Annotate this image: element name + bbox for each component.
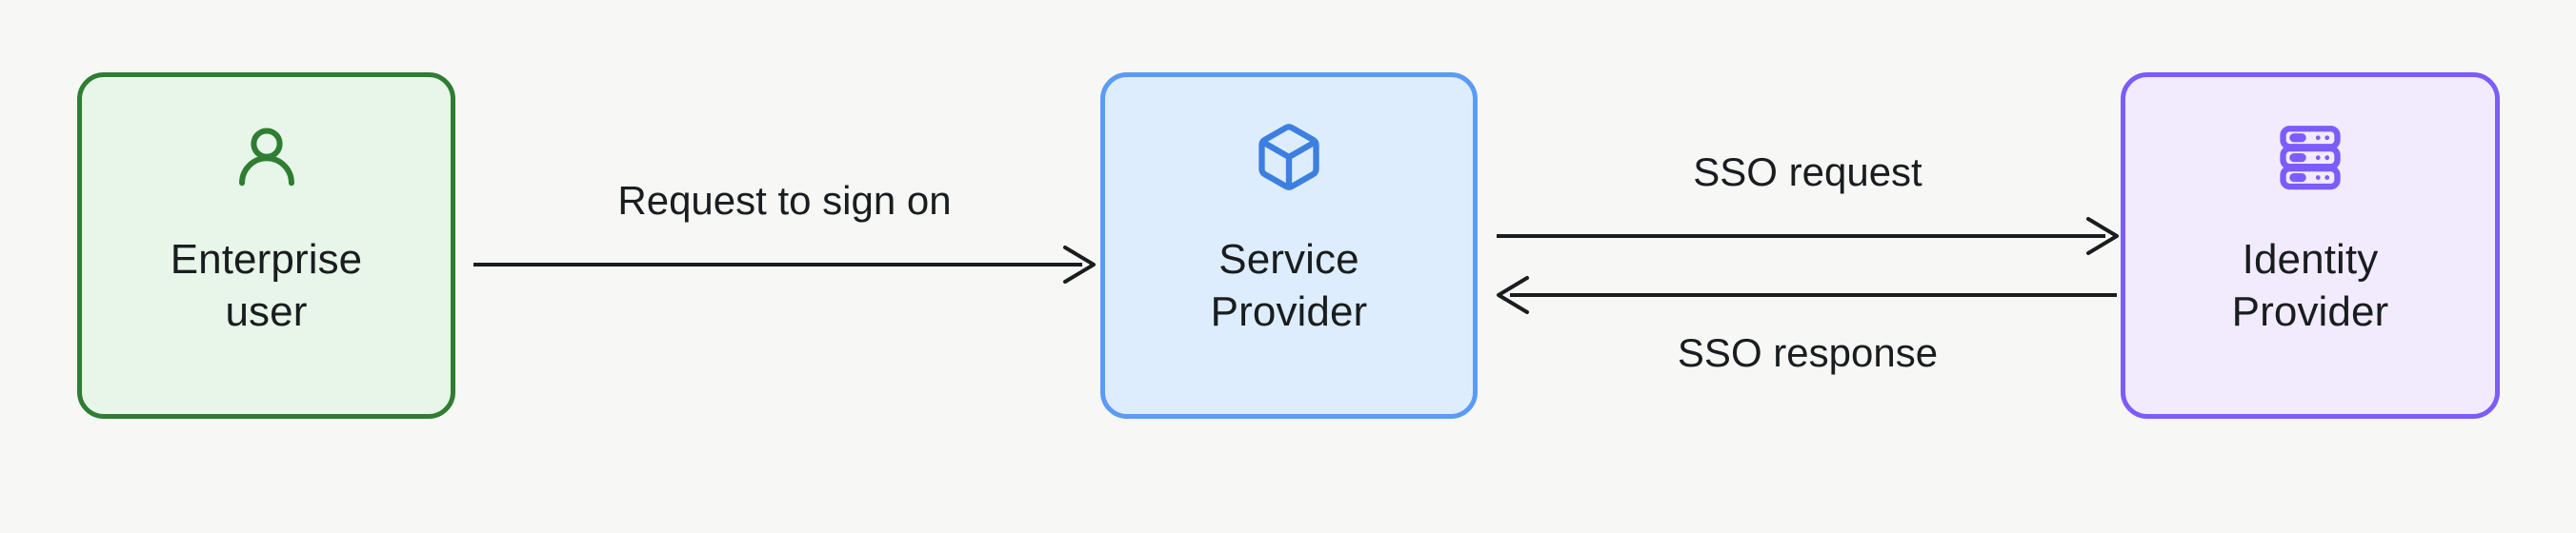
cube-box-icon: [1253, 121, 1325, 193]
arrow-sso-response: [1497, 276, 2117, 314]
edge-label-sso-request: SSO request: [1693, 149, 1922, 194]
edge-label-sso-response: SSO response: [1677, 330, 1939, 375]
node-service-provider[interactable]: Service Provider: [1100, 72, 1478, 419]
node-label-service-provider: Service Provider: [1210, 236, 1368, 335]
arrow-request-sign-on: [473, 246, 1096, 284]
node-identity-provider[interactable]: Identity Provider: [2121, 72, 2500, 419]
node-label-identity-provider: Identity Provider: [2231, 236, 2389, 335]
edge-label-request-sign-on: Request to sign on: [617, 178, 952, 223]
node-label-enterprise-user: Enterprise user: [170, 236, 363, 335]
arrow-sso-request: [1497, 217, 2119, 255]
server-rack-icon: [2274, 121, 2346, 193]
node-enterprise-user[interactable]: Enterprise user: [77, 72, 455, 419]
user-icon: [231, 121, 303, 193]
